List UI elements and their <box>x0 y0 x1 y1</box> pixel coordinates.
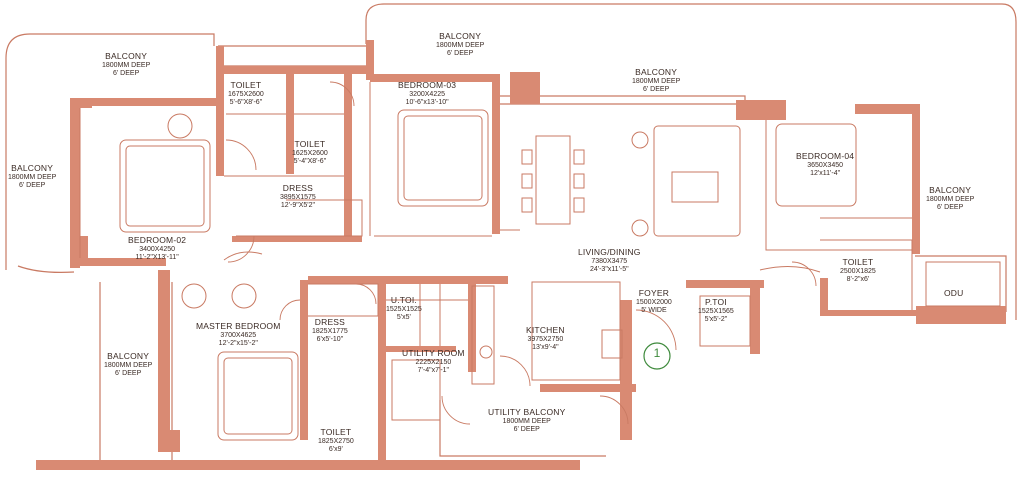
entrance-marker-circle <box>643 342 671 370</box>
room-odu: ODU <box>944 288 964 298</box>
entrance-marker: 1 <box>653 346 661 360</box>
